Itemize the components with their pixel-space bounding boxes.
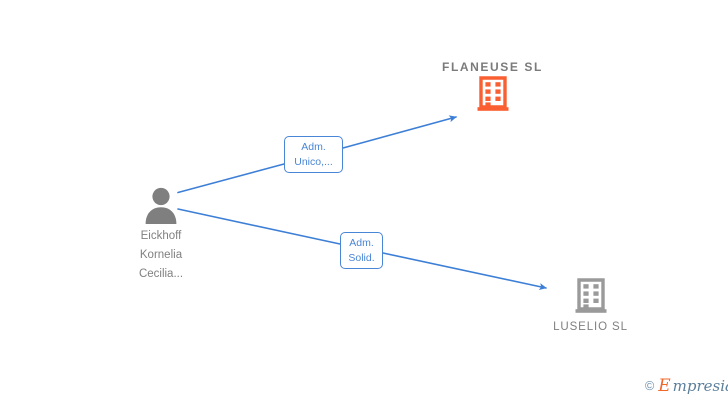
node-person-label-line-1: Eickhoff (140, 230, 182, 242)
node-company-luselio[interactable]: LUSELIO SL (508, 278, 673, 334)
person-avatar-icon (145, 187, 177, 224)
node-person-eickhoff[interactable]: Eickhoff Kornelia Cecilia... (96, 186, 226, 281)
edge-person-to-flaneuse-segment-b (342, 115, 457, 149)
edge-label-adm-unico-line-2: Unico,... (294, 155, 333, 168)
empresia-brand-text: mpresia (672, 377, 728, 395)
empresia-watermark: © E mpresia (645, 378, 728, 395)
edge-label-adm-unico-line-1: Adm. (301, 140, 326, 153)
edge-label-adm-solid[interactable]: Adm. Solid. (340, 232, 383, 269)
node-company-luselio-title: LUSELIO SL (553, 321, 628, 333)
edge-person-to-flaneuse-segment-a (177, 163, 285, 194)
node-person-label-line-3: Cecilia... (138, 268, 184, 280)
node-person-label-line-2: Kornelia (139, 249, 183, 261)
building-icon (477, 76, 508, 111)
edge-label-adm-solid-line-1: Adm. (349, 236, 374, 249)
node-company-flaneuse[interactable]: FLANEUSE SL (410, 58, 575, 112)
building-icon (575, 278, 606, 313)
copyright-icon: © (645, 379, 655, 394)
edge-person-to-luselio-segment-b (382, 252, 547, 291)
edge-label-adm-solid-line-2: Solid. (348, 251, 375, 264)
edge-label-adm-unico[interactable]: Adm. Unico,... (284, 136, 343, 173)
node-company-flaneuse-title: FLANEUSE SL (442, 60, 543, 74)
edge-person-to-luselio-segment-a (177, 208, 341, 245)
empresia-brand-initial: E (658, 376, 671, 396)
